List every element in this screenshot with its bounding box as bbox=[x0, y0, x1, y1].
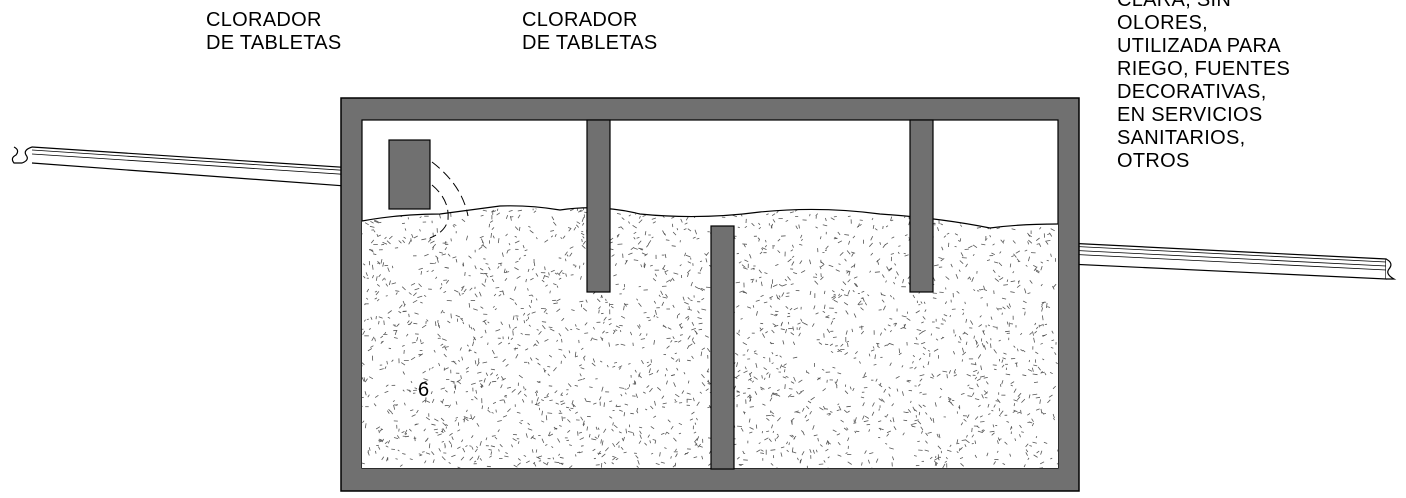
outlet-description-line7: SANITARIOS, bbox=[1117, 127, 1246, 149]
outlet-description-line6: EN SERVICIOS bbox=[1117, 104, 1263, 126]
chlorinator-label-left: CLORADOR DE TABLETAS bbox=[206, 9, 342, 55]
wastewater-fill bbox=[361, 205, 1059, 468]
chlorinator-label-middle: CLORADOR DE TABLETAS bbox=[522, 9, 658, 55]
baffle-right bbox=[909, 119, 934, 293]
center-divider-wall bbox=[710, 225, 735, 470]
outlet-description-label: CLARA, SIN OLORES, UTILIZADA PARA RIEGO,… bbox=[1117, 0, 1290, 173]
chlorinator-label-left-line2: DE TABLETAS bbox=[206, 32, 342, 54]
inlet-pipe bbox=[11, 146, 401, 191]
outlet-description-line1: CLARA, SIN bbox=[1117, 0, 1232, 11]
outlet-description-line4: RIEGO, FUENTES bbox=[1117, 58, 1291, 80]
chlorinator-label-middle-line1: CLORADOR bbox=[522, 9, 638, 31]
tablet-chlorinator bbox=[388, 139, 469, 239]
baffle-left bbox=[586, 119, 611, 293]
chlorinator-label-left-line1: CLORADOR bbox=[206, 9, 322, 31]
outlet-description-line5: DECORATIVAS, bbox=[1117, 81, 1267, 103]
outlet-pipe bbox=[1025, 240, 1397, 280]
outlet-description-line2: OLORES, bbox=[1117, 12, 1209, 34]
outlet-description-line8: OTROS bbox=[1117, 150, 1190, 172]
outlet-description-line3: UTILIZADA PARA bbox=[1117, 35, 1281, 57]
chlorinator-label-middle-line2: DE TABLETAS bbox=[522, 32, 658, 54]
chamber-number-label: 6 bbox=[418, 379, 430, 401]
